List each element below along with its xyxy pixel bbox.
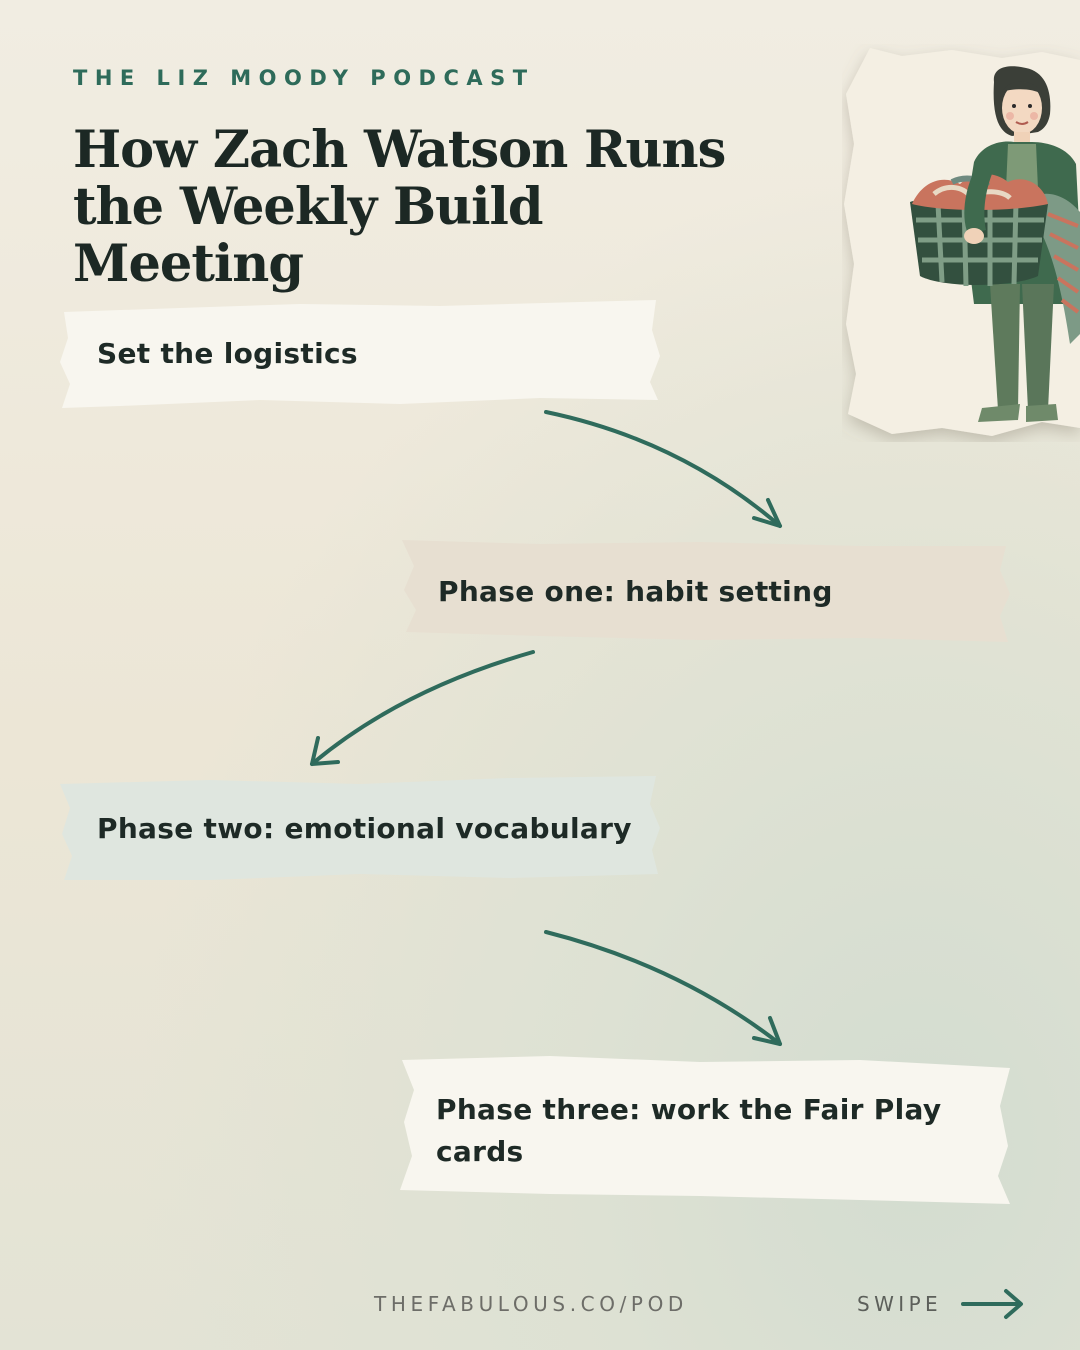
swipe-label[interactable]: SWIPE [857, 1292, 943, 1316]
torn-paper-strip [60, 300, 660, 408]
brand-label: THE LIZ MOODY PODCAST [73, 66, 535, 90]
torn-paper-strip [402, 540, 1010, 642]
step-phase-three: Phase three: work the Fair Play cards [400, 1056, 1012, 1206]
step-phase-two: Phase two: emotional vocabulary [60, 776, 660, 882]
woman-with-laundry-basket-illustration [842, 44, 1080, 442]
website-link[interactable]: THEFABULOUS.CO/POD [374, 1292, 688, 1316]
step-set-logistics: Set the logistics [60, 300, 660, 408]
step-label: Phase two: emotional vocabulary [97, 812, 632, 845]
step-label: Phase three: work the Fair Play cards [436, 1093, 942, 1168]
page-title: How Zach Watson Runs the Weekly Build Me… [73, 120, 726, 294]
torn-paper-strip [60, 776, 660, 880]
step-label: Set the logistics [97, 337, 358, 370]
torn-paper-strip [400, 1056, 1010, 1204]
step-label: Phase one: habit setting [438, 575, 833, 608]
arrow-right-icon[interactable] [960, 1287, 1026, 1321]
step-phase-one: Phase one: habit setting [400, 540, 1010, 644]
